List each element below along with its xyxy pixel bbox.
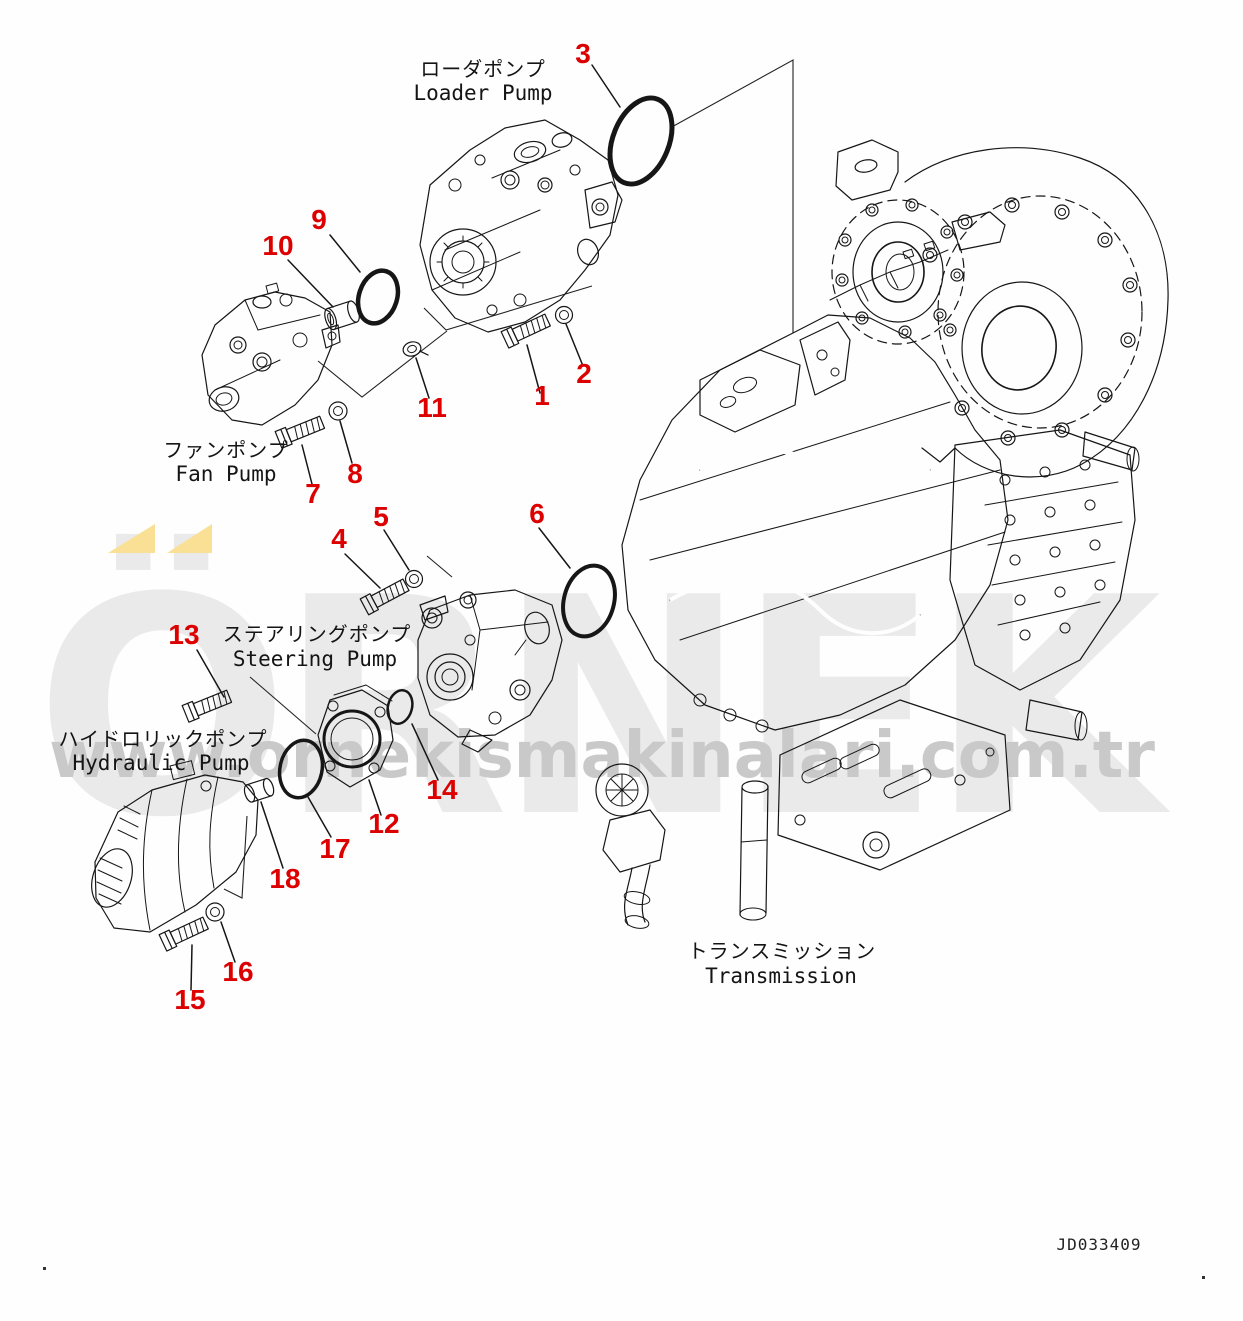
callout-10: 10 [262, 230, 293, 261]
drawing-number: JD033409 [1056, 1235, 1141, 1254]
washer-item-8 [328, 401, 348, 421]
callout-numbers: 1 2 3 4 5 6 7 8 9 10 11 12 13 14 15 16 1… [168, 38, 591, 1015]
flange-item-12 [317, 684, 394, 788]
hydraulic-pump-drawing [91, 760, 259, 933]
callout-17: 17 [319, 833, 350, 864]
bolt-item-7 [274, 415, 326, 449]
callout-8: 8 [347, 458, 363, 489]
callout-14: 14 [426, 774, 458, 805]
bolt-item-13 [181, 689, 233, 723]
washer-item-5 [404, 569, 424, 589]
callout-11: 11 [417, 392, 447, 423]
transmission-label-ja: トランスミッション [688, 939, 877, 963]
transmission-drawing [595, 139, 1169, 929]
callout-13: 13 [168, 619, 199, 650]
artifact-dot-left [43, 1267, 46, 1270]
loader-pump-label-en: Loader Pump [413, 81, 552, 105]
o-ring-item-6 [561, 563, 617, 639]
callout-6: 6 [529, 498, 545, 529]
callout-12: 12 [368, 808, 399, 839]
callout-18: 18 [269, 863, 300, 894]
plug-item-11 [402, 341, 429, 357]
callout-5: 5 [373, 501, 389, 532]
bolt-item-1 [500, 313, 551, 349]
o-ring-item-3 [607, 95, 675, 187]
callout-16: 16 [222, 956, 253, 987]
fan-pump-drawing [201, 282, 341, 426]
fan-pump-label-ja: ファンポンプ [163, 438, 288, 462]
washer-item-2 [554, 305, 574, 325]
steering-pump-label-ja: ステアリングポンプ [223, 622, 411, 646]
assembly-alignment-lines [223, 59, 794, 899]
yellow-triangle-left [108, 524, 155, 553]
steering-pump-drawing [417, 589, 563, 753]
transmission-label-en: Transmission [705, 964, 857, 988]
callout-4: 4 [331, 523, 347, 554]
loader-pump-label-ja: ローダポンプ [420, 57, 545, 81]
fan-pump-label-en: Fan Pump [175, 462, 276, 486]
yellow-triangle-right [167, 524, 212, 553]
hydraulic-pump-label-ja: ハイドロリックポンプ [59, 727, 268, 751]
watermark: ÖRNEK www.ornekismakinalari.com.tr [35, 524, 1185, 883]
callout-leader-lines [190, 64, 621, 991]
hydraulic-pump-label-en: Hydraulic Pump [72, 751, 249, 775]
steering-pump-label-en: Steering Pump [233, 647, 397, 671]
bolt-item-15 [158, 916, 209, 952]
component-labels: ローダポンプ Loader Pump ファンポンプ Fan Pump ステアリン… [59, 57, 877, 988]
watermark-brand-text: ÖRNEK [35, 531, 1173, 883]
callout-3: 3 [575, 38, 591, 69]
callout-9: 9 [311, 204, 327, 235]
callout-7: 7 [305, 478, 321, 509]
callout-15: 15 [174, 984, 205, 1015]
left-flange-bolts [835, 198, 964, 339]
o-ring-item-9 [355, 268, 401, 326]
bushing-item-10 [324, 300, 360, 331]
callout-2: 2 [576, 358, 592, 389]
valve-block-bolts [999, 459, 1106, 641]
artifact-dot-right [1202, 1276, 1205, 1279]
bolt-item-4 [359, 578, 410, 616]
bushing-item-18 [243, 777, 275, 803]
o-ring-item-17 [277, 738, 325, 800]
callout-1: 1 [534, 380, 550, 411]
loader-pump-drawing [419, 119, 623, 333]
washer-item-16 [205, 902, 225, 922]
o-ring-item-14 [386, 689, 414, 725]
